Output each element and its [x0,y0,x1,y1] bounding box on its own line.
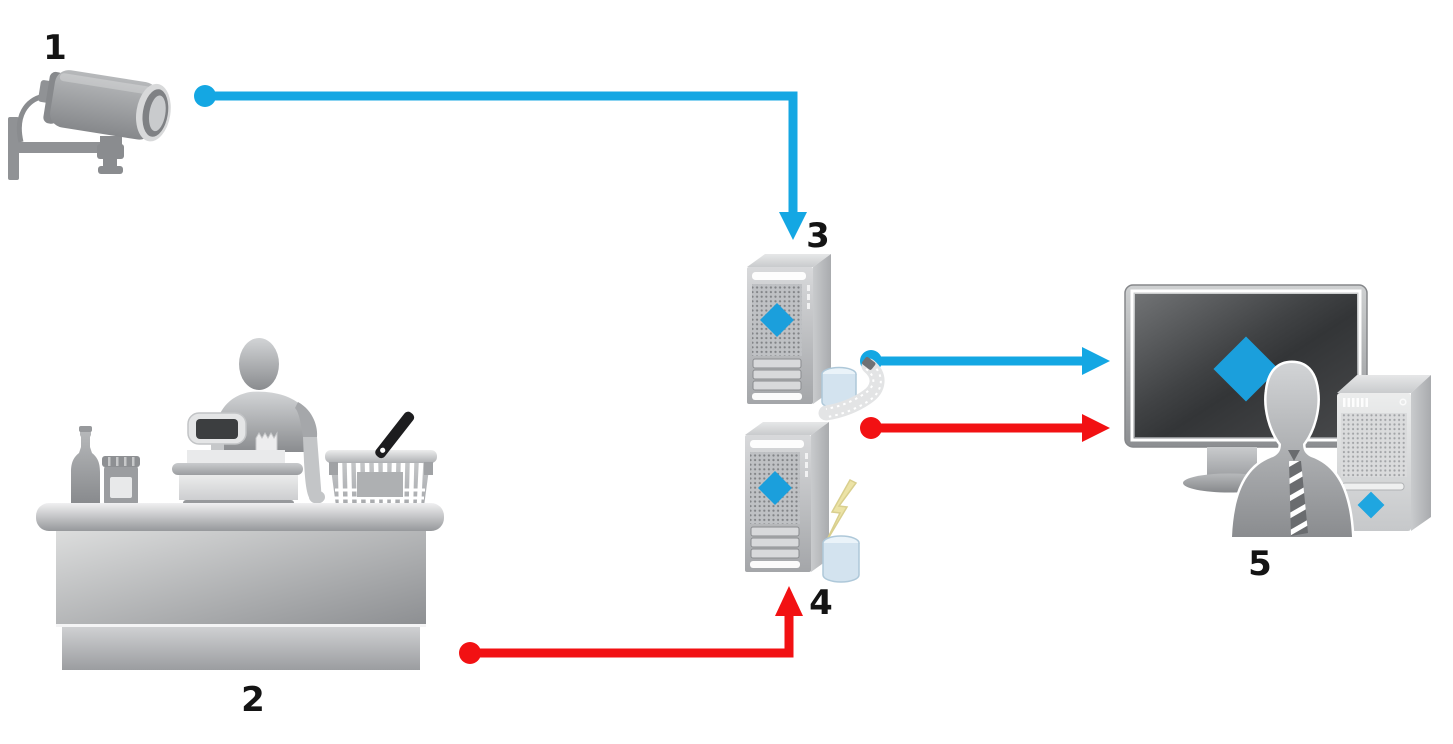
tie-icon [1288,450,1308,536]
shopping-basket-icon [325,411,437,506]
recording-server-icon [746,253,885,421]
video-database-icon [818,356,885,421]
basket-handle [375,411,415,459]
counter-base [62,627,420,670]
arrowhead-icon [1082,414,1110,442]
monitor-icon [1124,284,1368,493]
connection-pos-to-event-server [459,586,803,664]
node-label-recording-server: 3 [806,216,830,256]
bottle-icon [71,430,100,507]
counter-body [56,531,426,625]
connection-event-server-to-client [860,414,1110,442]
node-label-camera: 1 [43,28,67,68]
event-database-icon [822,479,860,583]
operator-silhouette [1229,360,1355,540]
arrowhead-icon [775,586,803,616]
event-server-icon [744,421,860,583]
node-label-pos-counter: 2 [241,680,265,720]
security-camera-icon [8,70,171,180]
cash-register-counter-icon [36,338,444,670]
operator-workstation-icon [1124,284,1431,540]
node-label-event-server: 4 [809,583,833,623]
arrowhead-icon [779,212,807,240]
receipt-icon [255,431,278,453]
connection-recording-server-to-client [860,347,1110,375]
cash-register-icon [172,412,303,506]
connection-camera-to-recording-server [194,85,807,240]
counter-top [36,503,444,531]
jar-icon [102,456,140,507]
desktop-tower-icon [1337,375,1431,531]
arrowhead-icon [1082,347,1110,375]
lightning-bolt-icon [825,479,858,543]
node-label-client: 5 [1248,544,1272,584]
brand-diamond-icon [1213,336,1279,402]
